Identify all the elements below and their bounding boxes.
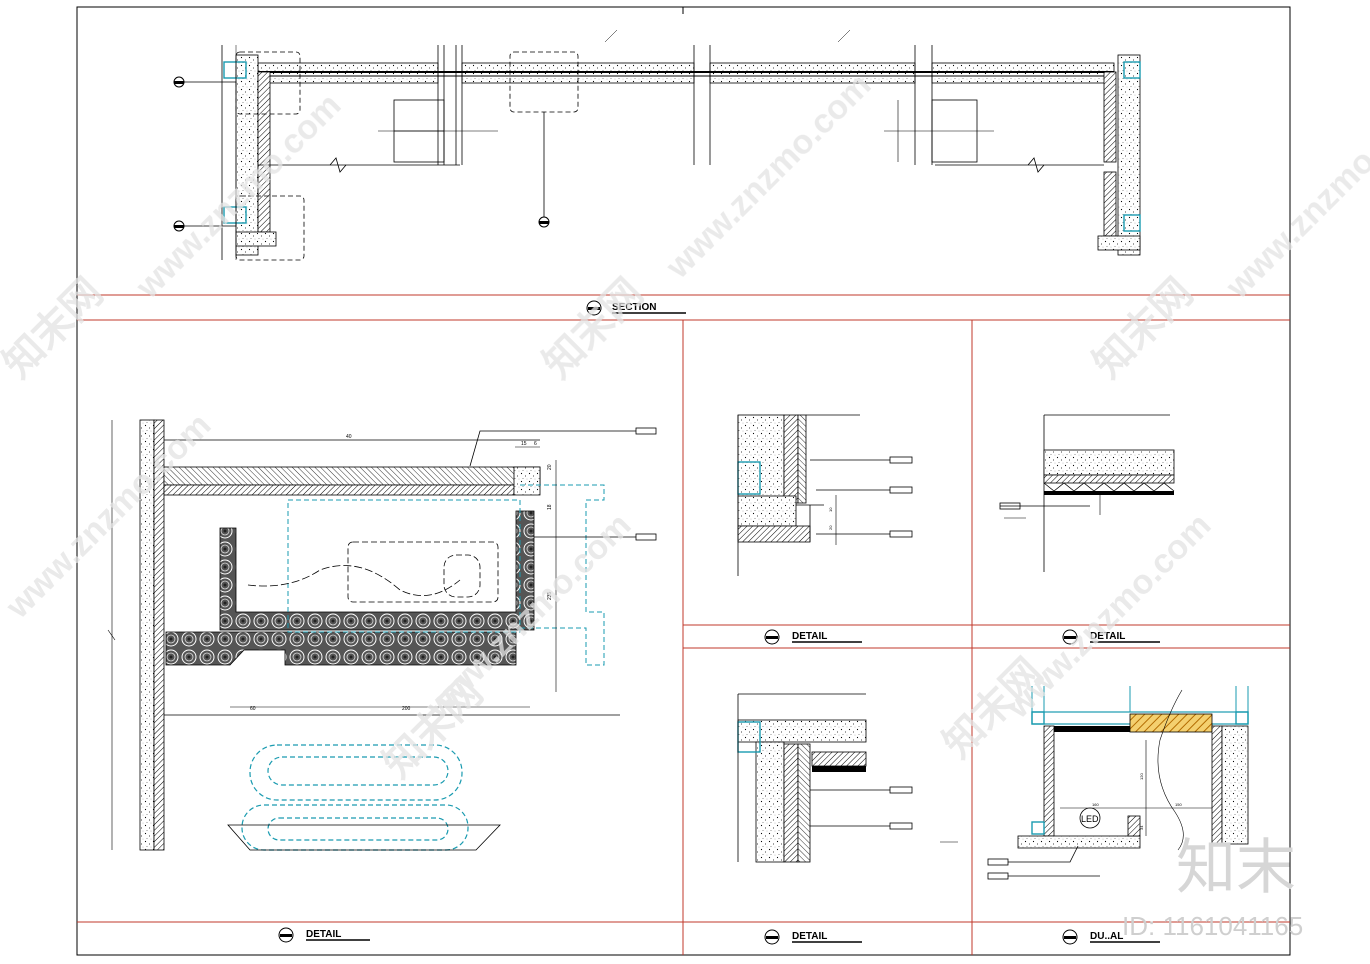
detail-4-drawing (737, 693, 958, 863)
watermark-site: www.znzmo.com (1218, 86, 1370, 306)
detail2-dim-10: 10 (828, 507, 833, 512)
watermark-cn: 知末网 (0, 270, 111, 386)
watermark-cn: 知末网 (1085, 270, 1201, 386)
section-title: SECTION (612, 302, 656, 313)
dim-15: 15 (521, 441, 527, 447)
detail-4-title-block: DETAIL (764, 929, 862, 945)
dim-235: 235 (547, 591, 553, 600)
sheet-frame (76, 6, 1291, 956)
detail5-dim-34: 34 (1139, 825, 1144, 830)
detail-2-title-block: DETAIL (764, 629, 862, 645)
detail-3-title: DETAIL (1090, 631, 1125, 642)
image-id: ID: 1161041165 (1122, 911, 1303, 941)
watermark-site: www.znzmo.com (658, 66, 878, 286)
detail-3-drawing (999, 414, 1175, 572)
watermark-site: www.znzmo.com (0, 406, 218, 626)
detail-2-title: DETAIL (792, 631, 827, 642)
dim-18: 18 (547, 504, 553, 510)
dim-6: 6 (534, 441, 537, 447)
section-drawing (173, 29, 1141, 261)
dim-200: 200 (402, 706, 411, 712)
detail-2-drawing: 10 20 (737, 414, 913, 576)
detail-5-drawing: LED 160 150 120 34 (987, 686, 1249, 880)
dim-40: 40 (346, 434, 352, 440)
detail-5-title: DU..AL (1090, 931, 1123, 942)
detail-4-title: DETAIL (792, 931, 827, 942)
detail-3-title-block: DETAIL (1062, 629, 1160, 645)
dim-60: 60 (250, 706, 256, 712)
detail5-dim-120: 120 (1139, 773, 1144, 780)
detail5-dim-150: 150 (1175, 802, 1182, 807)
detail2-dim-20: 20 (828, 525, 833, 530)
watermark-cn: 知末网 (535, 270, 651, 386)
watermark-layer: www.znzmo.com www.znzmo.com www.znzmo.co… (0, 66, 1370, 786)
big-detail-title-block: DETAIL (278, 927, 370, 943)
section-title-block: SECTION (586, 300, 686, 316)
led-label: LED (1081, 814, 1099, 824)
brand-logo-text: 知末 (1176, 833, 1296, 903)
big-detail-title: DETAIL (306, 929, 341, 940)
detail-5-title-block: DU..AL (1062, 929, 1160, 945)
brand-mark: 知末 ID: 1161041165 (1122, 833, 1303, 941)
dim-20: 20 (547, 464, 553, 470)
detail5-dim-160: 160 (1092, 802, 1099, 807)
big-detail-drawing: 40 15 6 20 18 235 60 200 (107, 419, 657, 851)
